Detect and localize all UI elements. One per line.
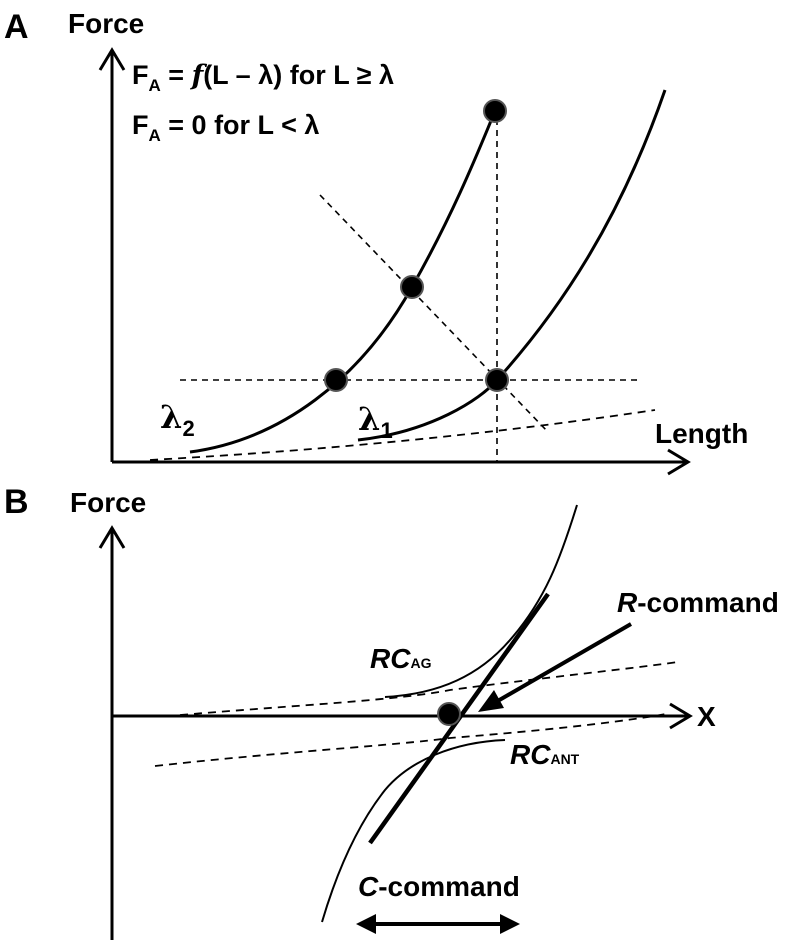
point-equilibrium	[485, 368, 509, 392]
rc-ant-label: RCANT	[510, 739, 580, 770]
c-command-arrowhead-right	[500, 914, 520, 934]
rc-ant-passive-curve	[154, 713, 667, 767]
panel-a: A Force Length FA = f(L – λ) for L ≥ λ F…	[4, 8, 748, 476]
panel-a-y-axis-arrowhead	[98, 47, 126, 71]
lambda-2-force-curve	[189, 110, 497, 454]
panel-a-x-axis-arrowhead	[667, 448, 691, 476]
diagonal-guide-line	[319, 194, 549, 433]
panel-b-y-axis-arrowhead	[98, 525, 126, 549]
r-command-label: R-command	[617, 587, 779, 618]
point-lambda-2-horizontal	[324, 368, 348, 392]
point-diagonal-intersection	[400, 275, 424, 299]
r-command-arrowhead	[478, 690, 504, 712]
c-command-arrowhead-left	[356, 914, 376, 934]
rc-ant-curve	[321, 739, 506, 923]
point-equilibrium-b	[437, 702, 461, 726]
equation-1: FA = f(L – λ) for L ≥ λ	[132, 60, 394, 95]
rc-ag-passive-curve	[179, 661, 679, 716]
lambda-1-force-curve	[357, 89, 667, 442]
lambda-1-label: λ1	[358, 400, 393, 443]
point-top	[483, 99, 507, 123]
panel-b-label: B	[4, 483, 29, 521]
panel-a-y-axis-label: Force	[68, 8, 144, 39]
r-command-arrow-shaft	[494, 622, 633, 704]
panel-a-label: A	[4, 8, 29, 46]
passive-force-curve	[149, 409, 656, 461]
panel-b-x-axis-label: X	[697, 701, 716, 732]
panel-b-x-axis-arrowhead	[669, 702, 693, 730]
lambda-2-label: λ2	[160, 398, 195, 441]
panel-a-x-axis-label: Length	[655, 418, 748, 449]
rc-ag-label: RCAG	[370, 643, 432, 674]
c-command-label: C-command	[358, 871, 520, 902]
equation-2: FA = 0 for L < λ	[132, 110, 319, 145]
rc-ag-curve	[384, 504, 578, 698]
panel-b: B Force X RCAG RCANT R-command C-command	[4, 483, 779, 940]
panel-b-y-axis-label: Force	[70, 487, 146, 518]
